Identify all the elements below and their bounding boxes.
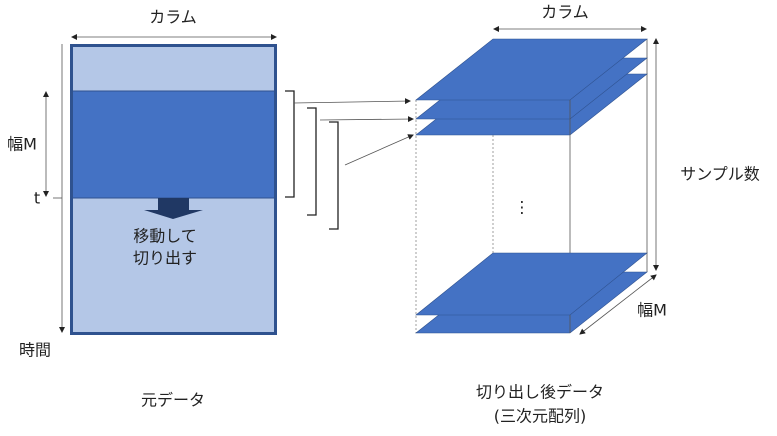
connector-2: [319, 116, 414, 123]
connector-1: [293, 98, 411, 105]
column-label: カラム: [149, 8, 197, 27]
time-label: 時間: [19, 341, 51, 360]
sliced-data-3d: カラム ⋮ サンプル数 幅M 切り出し後データ (三次元配列): [415, 3, 760, 426]
window-slice: [73, 91, 274, 198]
window-brackets: [285, 90, 339, 230]
sliced-caption-line2: (三次元配列): [494, 407, 587, 426]
original-data: カラム 時間 幅M t 移動して 切り出す 元データ: [7, 8, 277, 410]
move-text-line1: 移動して: [133, 227, 197, 246]
width-label-3d: 幅M: [637, 301, 667, 320]
sliced-caption-line1: 切り出し後データ: [476, 383, 604, 402]
bracket-3: [329, 121, 339, 230]
column-label-3d: カラム: [541, 3, 589, 22]
original-caption: 元データ: [141, 391, 205, 410]
t-label: t: [34, 189, 40, 208]
ellipsis: ⋮: [514, 198, 530, 217]
connector-3: [344, 134, 414, 166]
width-arrow-3d: [579, 274, 657, 335]
bracket-1: [285, 90, 295, 198]
slice-plate: [415, 38, 648, 101]
samples-label: サンプル数: [680, 165, 760, 184]
width-label: 幅M: [7, 135, 37, 154]
bracket-2: [307, 107, 317, 216]
move-text-line2: 切り出す: [133, 249, 197, 268]
move-down-arrow-icon: [144, 198, 203, 219]
